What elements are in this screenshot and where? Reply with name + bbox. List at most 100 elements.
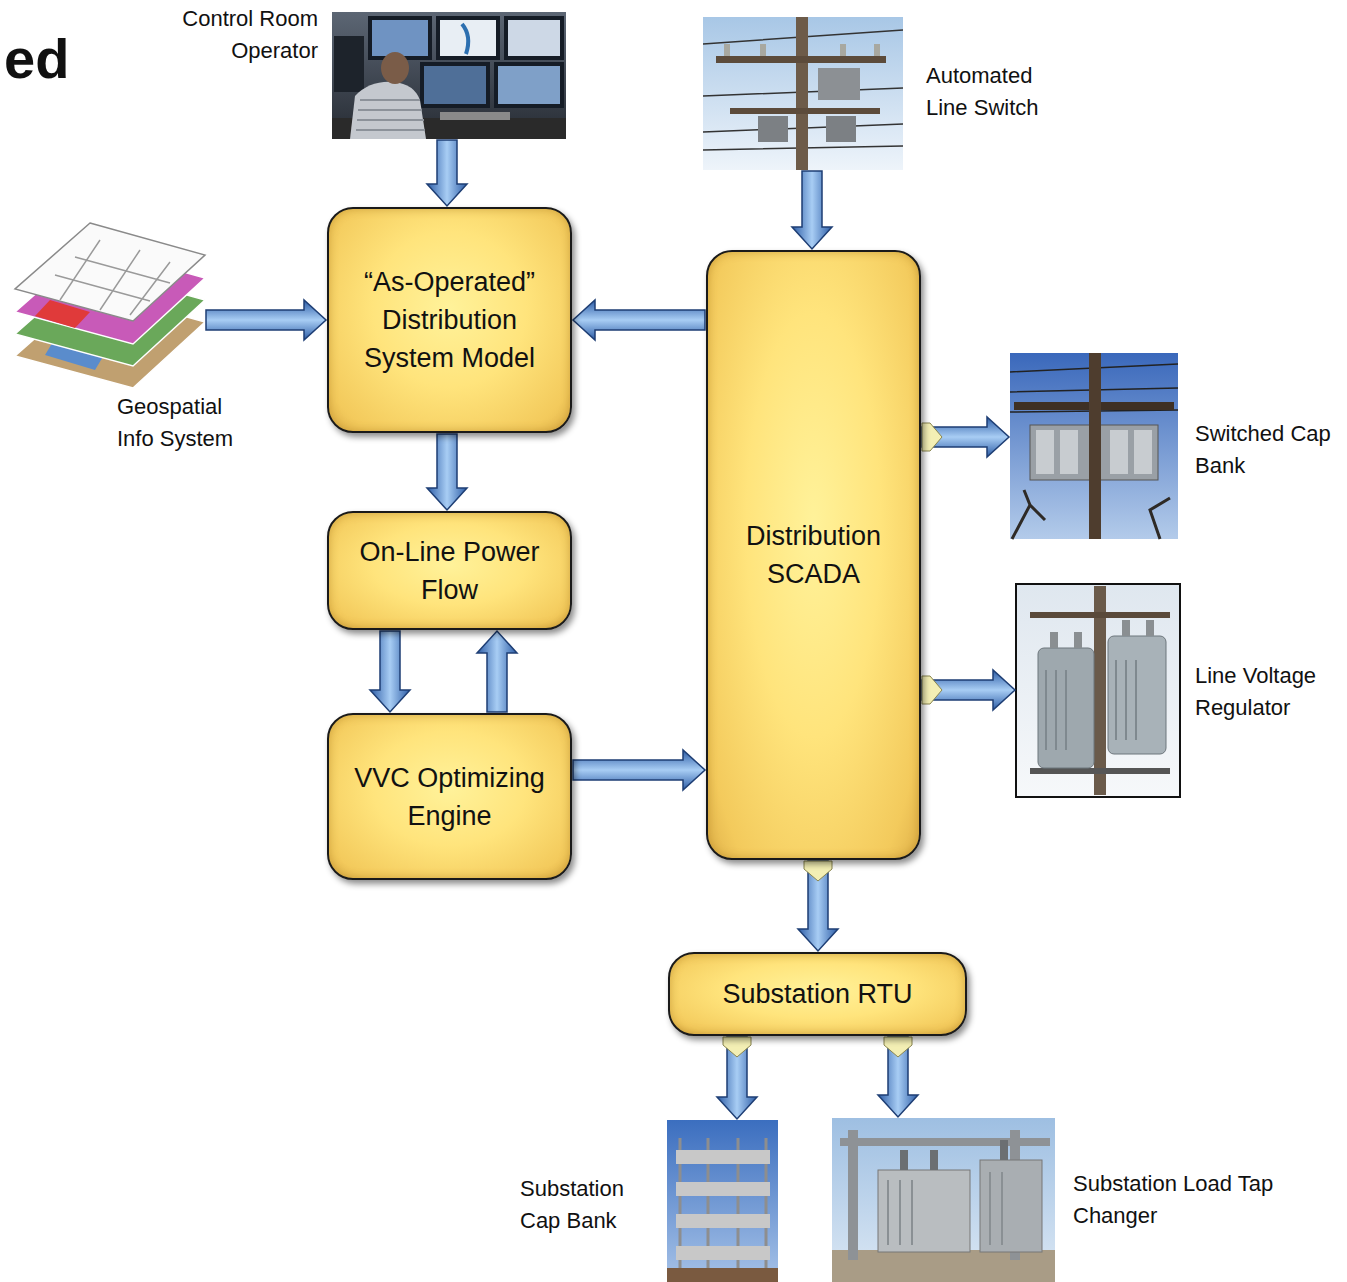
switched-cap-bank-photo [1012,490,1170,539]
block-arrow [206,300,326,340]
line-switch-photo [703,17,903,170]
line-switch-photo [760,44,766,56]
line-voltage-regulator-photo [1050,632,1058,648]
control-room-photo [332,12,566,139]
control-room-photo [420,62,490,108]
load-tap-changer-photo [930,1150,938,1170]
control-room-photo [508,20,560,56]
switched-cap-bank-photo [1110,430,1128,474]
control-room-photo [424,66,486,104]
photo-caption: Substation Cap Bank [520,1173,645,1237]
control-room-photo [356,100,425,130]
switched-cap-bank-photo [1134,430,1152,474]
control-room-photo [440,112,510,120]
load-tap-changer-photo [832,1118,1055,1282]
box-label: VVC Optimizing Engine [343,759,556,835]
photo-node: Control Room Operator [332,12,566,139]
line-switch-photo [716,56,886,63]
block-arrow [427,434,467,510]
line-voltage-regulator-photo [1016,584,1180,797]
photo-caption: Switched Cap Bank [1195,418,1340,482]
control-room-photo [440,20,496,56]
photo-caption: Substation Load Tap Changer [1073,1168,1313,1232]
photo-node: Geospatial Info System [15,223,205,388]
line-voltage-regulator-photo [1030,768,1170,774]
photo-caption: Control Room Operator [170,3,318,67]
block-arrow [573,300,705,340]
block-arrow [717,1037,757,1119]
arrow-tail [922,423,942,451]
arrow-tail [884,1037,912,1057]
control-room-photo [334,36,364,92]
load-tap-changer-photo [900,1150,908,1170]
photo-caption: Geospatial Info System [117,391,247,455]
line-switch-photo [724,44,730,56]
line-voltage-regulator-photo [1030,612,1170,618]
process-box: On-Line Power Flow [327,511,572,630]
load-tap-changer-photo [888,1172,1002,1245]
box-label: Substation RTU [722,975,912,1013]
process-box: “As-Operated” Distribution System Model [327,207,572,433]
line-switch-photo [826,116,856,142]
block-arrow [477,631,517,712]
box-label: Distribution SCADA [722,517,905,593]
load-tap-changer-photo [878,1170,970,1252]
load-tap-changer-photo [848,1130,858,1260]
photo-node: Switched Cap Bank [1010,353,1178,539]
block-arrow [370,631,410,712]
switched-cap-bank-photo [1089,353,1101,539]
line-switch-photo [874,44,880,56]
control-room-photo [494,62,564,108]
substation-cap-bank-photo [667,1120,778,1282]
control-room-photo [436,16,500,60]
control-room-photo [372,20,428,56]
line-switch-photo [796,17,808,170]
switched-cap-bank-photo [1010,353,1178,539]
substation-cap-bank-photo [667,1120,778,1282]
line-voltage-regulator-photo [1074,632,1082,648]
line-switch-photo [840,44,846,56]
block-arrow [792,171,832,249]
arrow-tail [804,861,832,881]
switched-cap-bank-photo [1036,430,1054,474]
block-arrow [922,417,1009,457]
control-room-photo [504,16,564,60]
substation-cap-bank-photo [676,1214,770,1228]
substation-cap-bank-photo [676,1246,770,1260]
line-switch-photo [703,17,903,170]
block-arrow [573,750,705,790]
line-switch-photo [818,68,860,100]
photo-caption: Line Voltage Regulator [1195,660,1340,724]
gis-layers-picture [55,240,170,315]
switched-cap-bank-photo [1010,353,1178,539]
load-tap-changer-photo [832,1118,1055,1282]
line-voltage-regulator-photo [1046,660,1136,750]
line-switch-photo [758,116,788,142]
line-switch-photo [730,108,880,114]
photo-caption: Automated Line Switch [926,60,1066,124]
substation-cap-bank-photo [676,1182,770,1196]
control-room-photo [381,52,409,84]
load-tap-changer-photo [840,1138,1050,1146]
photo-node: Substation Cap Bank [667,1120,778,1282]
box-label: “As-Operated” Distribution System Model [343,263,556,377]
block-arrow [427,140,467,206]
load-tap-changer-photo [832,1250,1055,1282]
control-room-photo [350,82,426,139]
arrow-tail [723,1037,751,1057]
process-box: VVC Optimizing Engine [327,713,572,880]
block-arrow [922,670,1015,710]
box-label: On-Line Power Flow [343,533,556,609]
line-voltage-regulator-photo [1016,584,1180,797]
block-arrow [798,861,838,951]
control-room-photo [462,24,468,54]
gis-layers-picture [15,223,205,388]
line-voltage-regulator-photo [1122,620,1130,636]
process-box: Distribution SCADA [706,250,921,860]
block-arrow [878,1037,918,1117]
line-voltage-regulator-photo [1146,620,1154,636]
photo-node: Substation Load Tap Changer [832,1118,1055,1282]
